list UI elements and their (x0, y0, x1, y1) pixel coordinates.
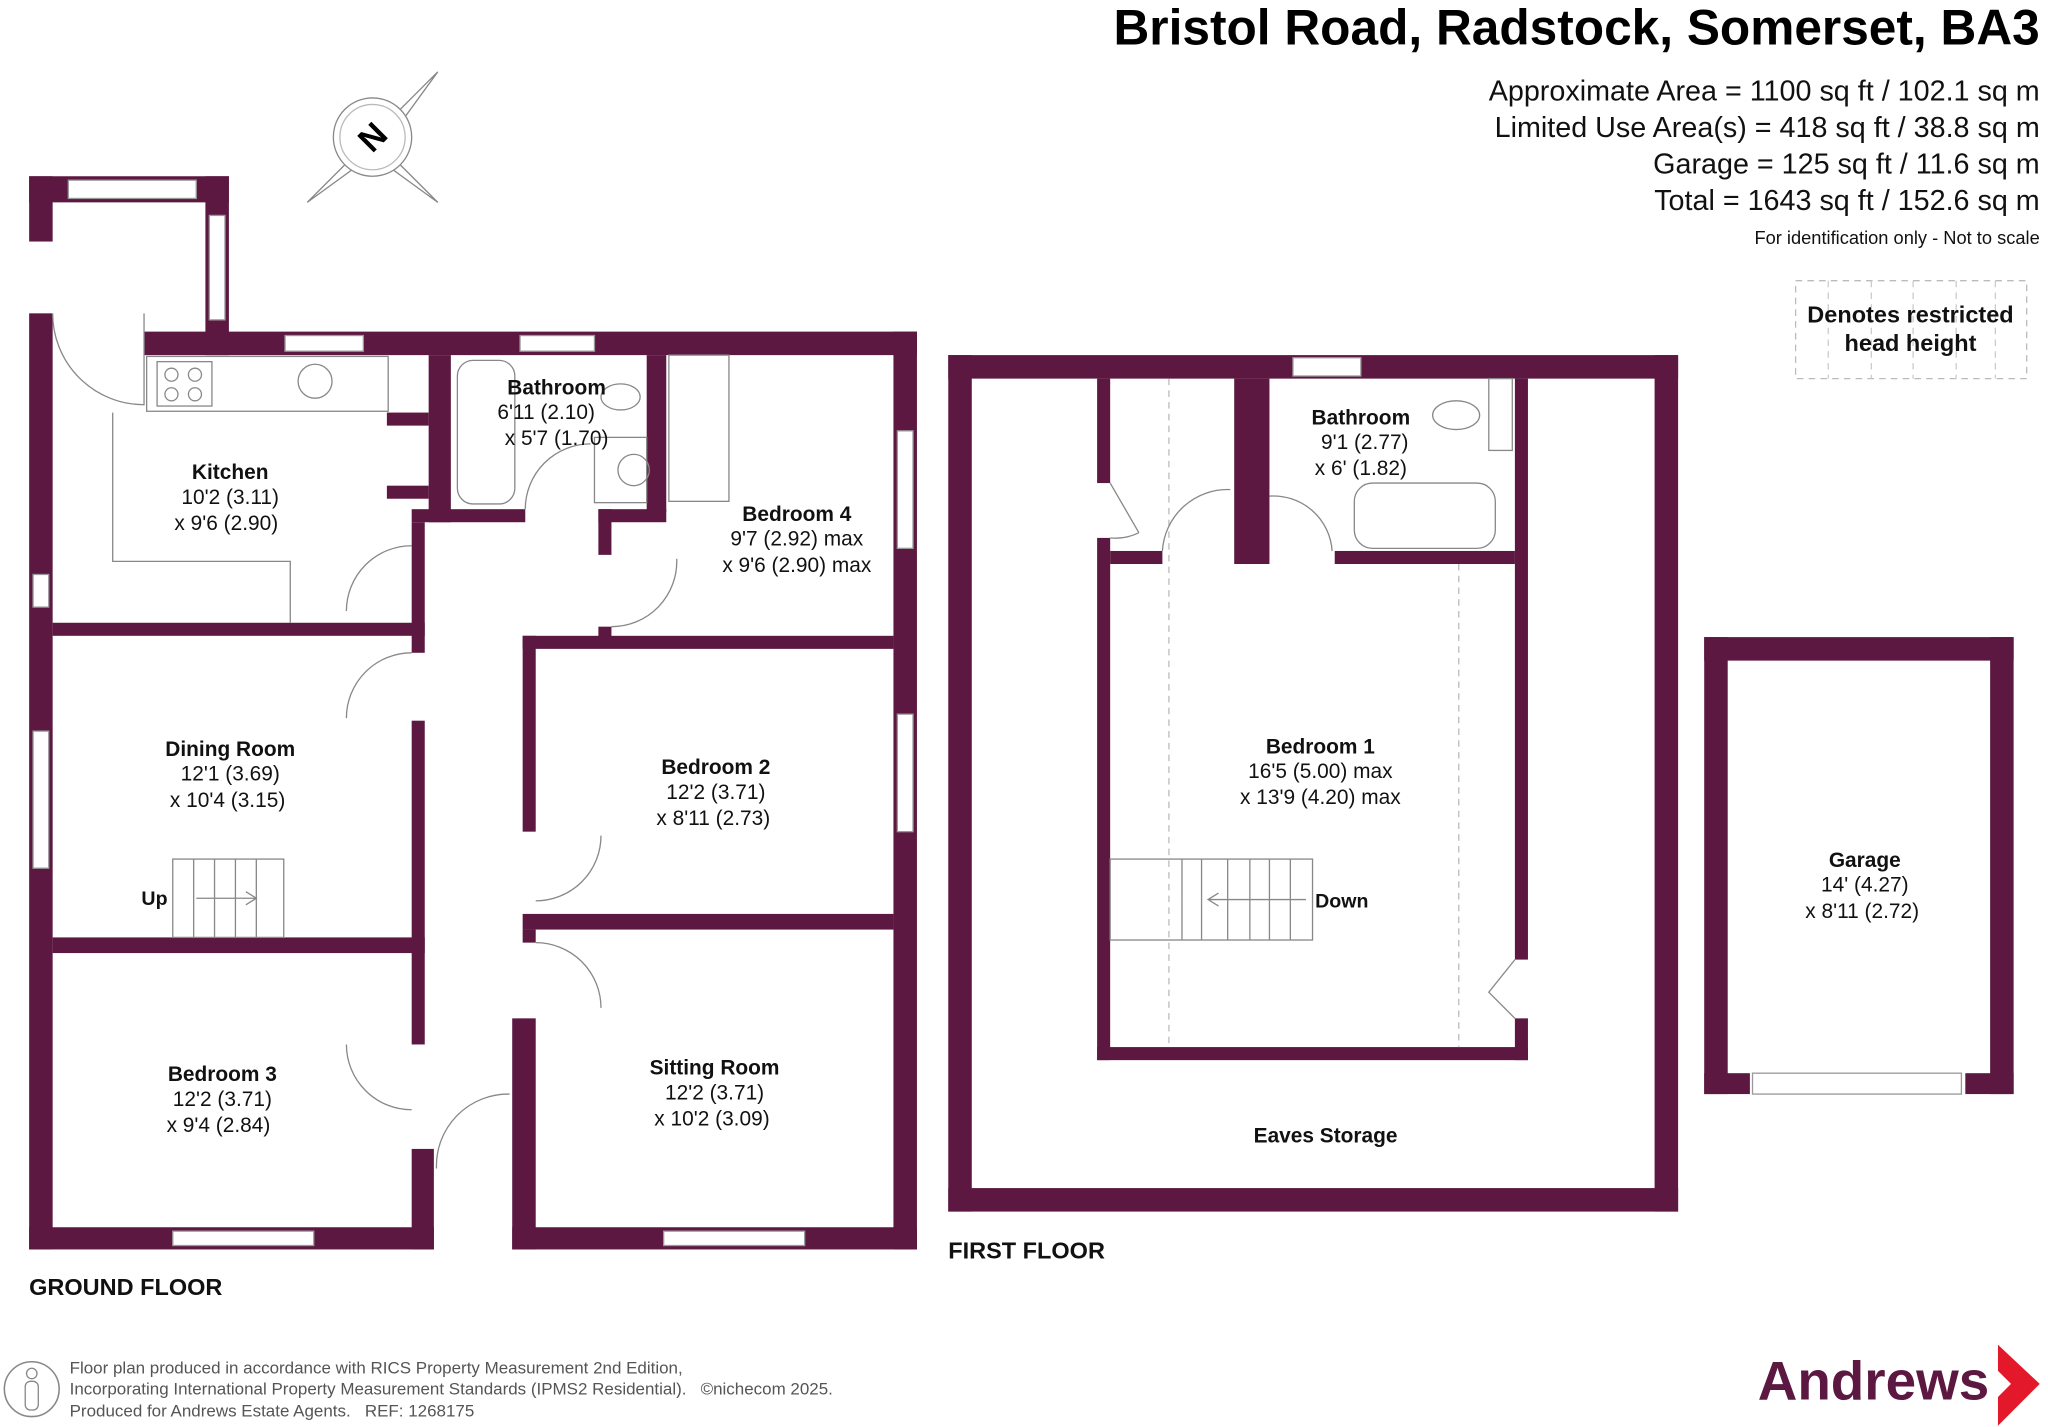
logo-text: Andrews (1758, 1350, 1990, 1412)
stairs-up (172, 858, 285, 939)
svg-text:14' (4.27): 14' (4.27) (1821, 874, 1909, 897)
svg-text:12'2 (3.71): 12'2 (3.71) (173, 1088, 272, 1111)
svg-text:16'5 (5.00) max: 16'5 (5.00) max (1248, 760, 1393, 783)
svg-text:Bedroom 1: Bedroom 1 (1266, 735, 1375, 758)
svg-text:Bedroom 3: Bedroom 3 (168, 1063, 277, 1086)
svg-text:9'1 (2.77): 9'1 (2.77) (1321, 431, 1409, 454)
svg-text:Garage: Garage (1829, 849, 1901, 872)
person-icon (3, 1360, 60, 1418)
svg-text:x 10'2 (3.09): x 10'2 (3.09) (654, 1107, 769, 1130)
svg-text:x 8'11 (2.72): x 8'11 (2.72) (1805, 900, 1919, 923)
svg-text:6'11 (2.10): 6'11 (2.10) (497, 401, 595, 424)
room-bedroom-4: Bedroom 4 9'7 (2.92) max x 9'6 (2.90) ma… (722, 503, 872, 577)
ground-floor-label: GROUND FLOOR (29, 1274, 222, 1300)
ground-floor-walls (29, 176, 917, 1250)
svg-text:x 5'7 (1.70): x 5'7 (1.70) (505, 427, 609, 450)
eaves-storage-label: Eaves Storage (1254, 1124, 1398, 1147)
restricted-height-legend: Denotes restricted head height (1794, 280, 2028, 380)
legend-line1: Denotes restricted (1807, 301, 2013, 327)
svg-text:x 10'4 (3.15): x 10'4 (3.15) (170, 789, 285, 812)
room-bedroom-3: Bedroom 3 12'2 (3.71) x 9'4 (2.84) (167, 1063, 277, 1137)
andrews-logo: Andrews (1758, 1344, 2040, 1426)
bath-icon (456, 359, 516, 505)
svg-text:x 9'6 (2.90) max: x 9'6 (2.90) max (722, 554, 872, 577)
hob-icon (156, 360, 213, 407)
logo-arrow (1997, 1344, 2040, 1426)
room-bedroom-1: Bedroom 1 16'5 (5.00) max x 13'9 (4.20) … (1240, 735, 1401, 809)
room-bathroom-ground: Bathroom 6'11 (2.10) x 5'7 (1.70) (497, 376, 608, 450)
svg-text:x 8'11 (2.73): x 8'11 (2.73) (656, 807, 770, 830)
disclaimer: For identification only - Not to scale (1754, 227, 2039, 248)
svg-text:Sitting Room: Sitting Room (650, 1056, 780, 1079)
svg-text:12'2 (3.71): 12'2 (3.71) (665, 1081, 764, 1104)
footer-line3: Produced for Andrews Estate Agents. REF:… (70, 1402, 475, 1421)
room-dining-room: Dining Room 12'1 (3.69) x 10'4 (3.15) (165, 738, 295, 812)
svg-text:x 9'6 (2.90): x 9'6 (2.90) (174, 512, 278, 535)
svg-text:10'2 (3.11): 10'2 (3.11) (181, 486, 279, 509)
footer-line2: Incorporating International Property Mea… (70, 1379, 833, 1398)
room-kitchen: Kitchen 10'2 (3.11) x 9'6 (2.90) (174, 461, 279, 535)
stairs-down (1109, 858, 1314, 941)
garage-walls (1704, 637, 2014, 1095)
property-title: Bristol Road, Radstock, Somerset, BA3 (1113, 0, 2039, 55)
svg-text:Bedroom 4: Bedroom 4 (742, 503, 851, 526)
svg-text:9'7 (2.92) max: 9'7 (2.92) max (730, 528, 863, 551)
bath-icon (1353, 482, 1496, 549)
svg-text:12'2 (3.71): 12'2 (3.71) (666, 781, 765, 804)
stairs-down-label: Down (1315, 890, 1368, 912)
room-bedroom-2: Bedroom 2 12'2 (3.71) x 8'11 (2.73) (656, 756, 770, 830)
svg-text:12'1 (3.69): 12'1 (3.69) (181, 763, 280, 786)
ground-floor-fixtures (51, 313, 730, 1169)
legend-line2: head height (1845, 330, 1977, 356)
svg-text:Bedroom 2: Bedroom 2 (661, 756, 770, 779)
first-floor-fixtures (1109, 377, 1516, 1048)
area-approx: Approximate Area = 1100 sq ft / 102.1 sq… (1489, 76, 2040, 108)
area-garage: Garage = 125 sq ft / 11.6 sq m (1653, 149, 2040, 181)
room-sitting-room: Sitting Room 12'2 (3.71) x 10'2 (3.09) (650, 1056, 780, 1130)
first-floor-label: FIRST FLOOR (948, 1238, 1105, 1264)
svg-text:Dining Room: Dining Room (165, 738, 295, 761)
first-floor-walls (948, 355, 1679, 1212)
area-total: Total = 1643 sq ft / 152.6 sq m (1654, 185, 2040, 217)
svg-text:Bathroom: Bathroom (507, 376, 606, 399)
svg-text:x 13'9 (4.20) max: x 13'9 (4.20) max (1240, 786, 1401, 809)
compass-icon: N (306, 71, 439, 203)
svg-text:x 6' (1.82): x 6' (1.82) (1315, 457, 1407, 480)
footer-line1: Floor plan produced in accordance with R… (70, 1358, 683, 1377)
svg-text:Kitchen: Kitchen (192, 461, 269, 484)
svg-text:Bathroom: Bathroom (1312, 406, 1411, 429)
room-bathroom-first: Bathroom 9'1 (2.77) x 6' (1.82) (1312, 406, 1411, 480)
room-garage: Garage 14' (4.27) x 8'11 (2.72) (1805, 849, 1919, 923)
svg-text:x 9'4 (2.84): x 9'4 (2.84) (167, 1114, 271, 1137)
stairs-up-label: Up (141, 888, 167, 910)
sink-icon (297, 363, 333, 399)
area-limited: Limited Use Area(s) = 418 sq ft / 38.8 s… (1495, 112, 2040, 144)
